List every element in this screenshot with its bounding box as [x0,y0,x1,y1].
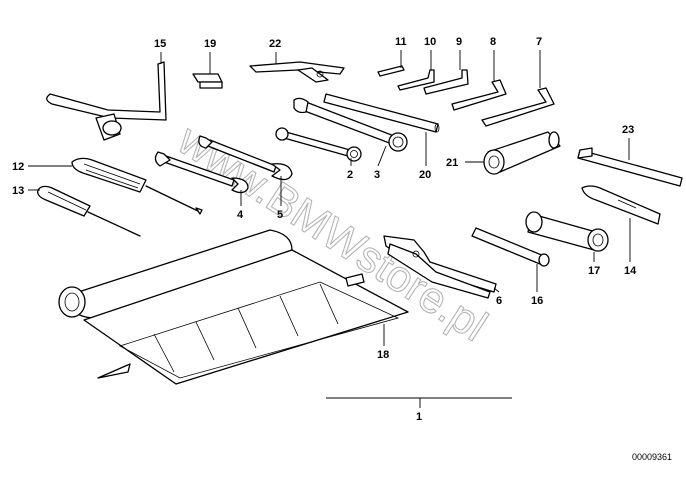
hex-key-10 [397,69,435,91]
part-label-16: 16 [531,295,543,307]
part-label-20: 20 [419,169,431,181]
open-end-spanner-4 [154,151,249,194]
part-label-3: 3 [374,169,380,181]
screwdriver-13 [37,185,141,237]
hex-key-11 [377,65,405,77]
hex-key-7 [481,87,555,127]
part-label-8: 8 [490,36,496,48]
long-rod [323,93,440,133]
c-spanner [581,185,661,225]
tommy-bar [471,227,550,267]
tubular-socket [483,131,561,175]
hex-key-9 [423,69,469,95]
combination-spanner-large [293,97,408,152]
hex-key-8 [451,79,507,111]
combination-spanner-small [275,127,362,162]
part-label-12: 12 [12,161,24,173]
tool-roll [58,229,409,385]
pliers [383,235,497,299]
open-end-spanner-5 [198,135,293,181]
part-label-10: 10 [424,36,436,48]
part-label-5: 5 [277,209,283,221]
part-label-18: 18 [377,349,389,361]
hex-key-long [577,147,683,187]
part-label-6: 6 [496,295,502,307]
leader-lines [28,50,631,408]
part-label-4: 4 [237,209,244,221]
socket-wrench-l-shaped [46,61,167,141]
part-label-7: 7 [536,36,542,48]
screwdriver-12 [71,157,203,215]
part-label-15: 15 [154,38,166,50]
part-label-11: 11 [395,36,407,48]
part-label-2: 2 [347,169,353,181]
part-labels: 15 19 22 11 10 9 8 7 2 3 20 21 4 5 12 13… [12,36,637,423]
drawing-number: 00009361 [632,452,672,462]
part-label-21: 21 [446,157,458,169]
part-label-22: 22 [269,38,281,50]
part-label-9: 9 [456,36,462,48]
part-label-1: 1 [416,411,422,423]
part-label-17: 17 [588,265,600,277]
box-spanner [525,211,609,252]
part-label-23: 23 [622,124,634,136]
part-label-19: 19 [204,38,216,50]
part-label-14: 14 [624,265,637,277]
part-label-13: 13 [12,185,24,197]
small-clip [192,73,223,89]
bracket-holder [249,61,345,83]
